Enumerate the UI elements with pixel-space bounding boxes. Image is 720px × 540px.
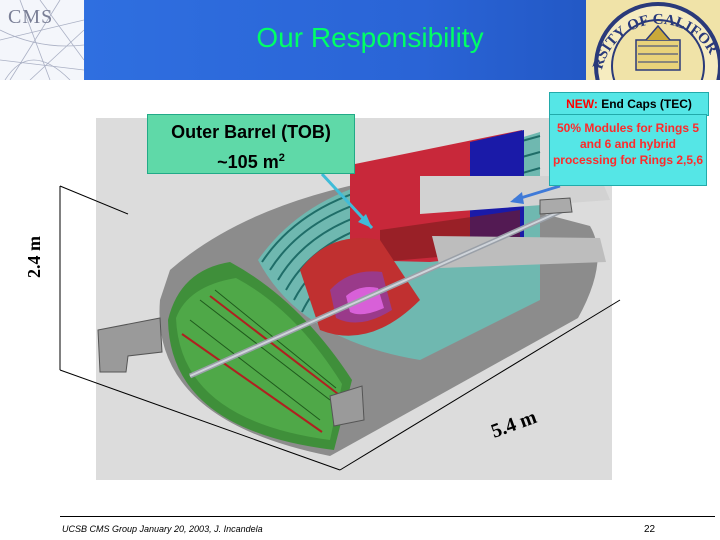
cms-logo-lines — [0, 0, 84, 80]
tob-area-value: ~105 m — [217, 152, 279, 172]
seal-graphic — [586, 0, 720, 80]
tob-label: Outer Barrel (TOB) ~105 m2 — [147, 114, 355, 174]
page-number: 22 — [644, 524, 656, 535]
tec-label-text: End Caps (TEC) — [597, 97, 692, 111]
tec-label: NEW: End Caps (TEC) — [549, 92, 709, 116]
tec-new-label: NEW: — [566, 97, 598, 111]
height-dimension-text: 2.4 m — [24, 236, 44, 278]
footer-divider — [60, 516, 715, 517]
tob-area-exponent: 2 — [278, 152, 285, 164]
tob-label-line1: Outer Barrel (TOB) — [171, 122, 331, 142]
length-dimension-text: 5.4 m — [488, 406, 540, 440]
tec-note: 50% Modules for Rings 5 and 6 and hybrid… — [549, 114, 707, 186]
university-seal: RSITY OF CALIFOR — [586, 0, 720, 80]
cms-logo-text: CMS — [8, 6, 54, 28]
length-dimension-label: 5.4 m — [488, 406, 540, 440]
height-dimension-label: 2.4 m — [24, 236, 44, 278]
slide-title: Our Responsibility — [256, 22, 484, 53]
cms-logo: CMS — [0, 0, 84, 80]
seal-lettering: RSITY OF CALIFOR — [590, 12, 720, 71]
footer-credit: UCSB CMS Group January 20, 2003, J. Inca… — [62, 524, 263, 534]
tob-label-line2: ~105 m2 — [148, 145, 354, 175]
